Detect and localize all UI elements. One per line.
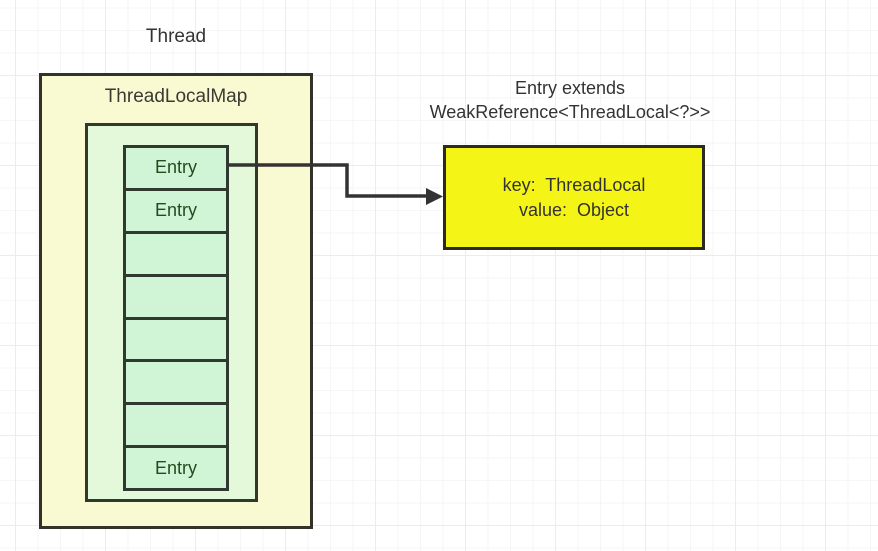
entry-note: Entry extends WeakReference<ThreadLocal<… bbox=[398, 76, 742, 124]
entry-cell bbox=[126, 405, 226, 449]
entry-value-line: value: Object bbox=[518, 199, 630, 220]
entry-cell: Entry bbox=[126, 448, 226, 488]
thread-label: Thread bbox=[145, 26, 207, 47]
entry-cell bbox=[126, 319, 226, 363]
entry-note-line1: Entry extends bbox=[514, 78, 626, 98]
entry-cell bbox=[126, 362, 226, 406]
entry-detail-box: key: ThreadLocal value: Object bbox=[443, 145, 705, 250]
entry-cell bbox=[126, 233, 226, 277]
entry-cell bbox=[126, 276, 226, 320]
entry-note-line2: WeakReference<ThreadLocal<?>> bbox=[429, 102, 711, 122]
threadlocalmap-title: ThreadLocalMap bbox=[104, 86, 248, 107]
entry-table: Entry Entry Entry bbox=[123, 145, 229, 491]
entry-key-line: key: ThreadLocal bbox=[502, 174, 646, 195]
entry-cell: Entry bbox=[126, 148, 226, 191]
entry-cell: Entry bbox=[126, 190, 226, 234]
